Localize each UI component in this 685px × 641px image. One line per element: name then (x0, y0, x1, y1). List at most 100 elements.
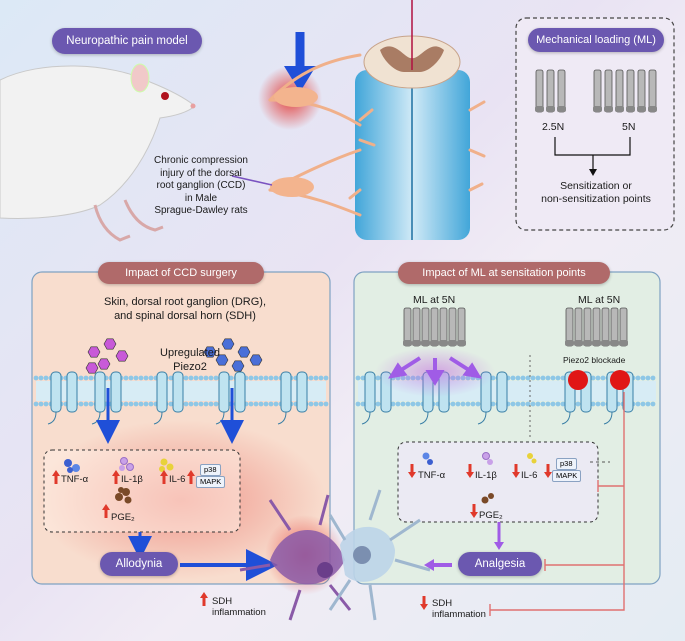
piezo2-hexagon (203, 346, 217, 358)
probe-tip (583, 340, 592, 346)
lipid-head (645, 375, 651, 381)
lipid-head (395, 401, 401, 407)
lipid-head (540, 375, 546, 381)
lipid-head (193, 375, 199, 381)
lipid-head (123, 401, 129, 407)
probe-tip (557, 106, 566, 112)
ccd-description: Chronic compression injury of the dorsal… (126, 155, 276, 218)
lipid-head (38, 401, 44, 407)
force-high-label: 5N (622, 121, 636, 133)
sdh-up-line-2: inflammation (212, 607, 266, 618)
p38-right: p38 (556, 458, 577, 470)
lipid-head (78, 375, 84, 381)
left-mediator-box (43, 449, 241, 533)
spinal-cord (355, 0, 470, 240)
ml5-label-b: ML at 5N (578, 294, 621, 306)
probe (593, 69, 602, 113)
probe (604, 69, 613, 113)
lipid-head (600, 375, 606, 381)
piezo-block-1 (568, 370, 588, 390)
lipid-head (550, 401, 556, 407)
ccd-line-1: Chronic compression (154, 155, 248, 166)
ccd-line-3: root ganglion (CCD) (156, 180, 246, 191)
probe-tip (412, 340, 421, 346)
piezo2-hexagon (115, 350, 129, 362)
tissues-label: Skin, dorsal root ganglion (DRG), and sp… (60, 296, 310, 324)
probe (557, 69, 566, 113)
il6-right: IL-6 (521, 470, 538, 481)
lipid-head (323, 375, 329, 381)
lipid-head (470, 401, 476, 407)
ml-box (515, 17, 675, 231)
piezo2-molecules (85, 338, 263, 374)
lipid-head (203, 401, 209, 407)
probe-tip (535, 106, 544, 112)
lipid-head (465, 401, 471, 407)
channel-tail (477, 411, 487, 425)
tissues-line-1: Skin, dorsal root ganglion (DRG), (103, 296, 266, 308)
lipid-head (123, 375, 129, 381)
channel-half (156, 371, 168, 413)
il1b-left: IL-1β (121, 474, 143, 485)
pge2-right: PGE₂ (479, 510, 503, 521)
piezo2-hexagon (215, 354, 229, 366)
lipid-head (545, 375, 551, 381)
rat-illustration (0, 63, 196, 242)
lipid-head (88, 401, 94, 407)
lipid-head (520, 375, 526, 381)
piezo-block-2 (610, 370, 630, 390)
lipid-head (650, 375, 656, 381)
lipid-head (268, 375, 274, 381)
lipid-head (198, 375, 204, 381)
tissues-line-2: and spinal dorsal horn (SDH) (114, 309, 256, 322)
piezo2-hexagon (97, 358, 111, 370)
mapk-right: MAPK (552, 470, 582, 482)
piezo2-hexagon (249, 354, 263, 366)
lipid-head (530, 375, 536, 381)
lipid-head (253, 375, 259, 381)
probe (648, 69, 657, 113)
piezo-up-line-2: Piezo2 (173, 360, 207, 373)
lipid-head (318, 375, 324, 381)
lipid-head (138, 375, 144, 381)
left-signal-arrows (96, 388, 244, 444)
lipid-head (635, 375, 641, 381)
probe (626, 69, 635, 113)
lipid-head (198, 401, 204, 407)
lipid-head (560, 401, 566, 407)
piezo2-hexagon (231, 360, 245, 372)
lipid-head (168, 401, 174, 407)
channel-tail (277, 411, 287, 425)
lipid-head (88, 375, 94, 381)
lipid-head (525, 401, 531, 407)
ccd-line-4: in Male (184, 192, 218, 204)
probe-tip (615, 106, 624, 112)
lipid-head (515, 375, 521, 381)
lipid-head (595, 401, 601, 407)
ccd-line-5: Sprague-Dawley rats (154, 205, 248, 216)
lipid-head (640, 375, 646, 381)
lipid-head (555, 375, 561, 381)
ml-title: Mechanical loading (ML) (528, 28, 664, 52)
lipid-head (248, 401, 254, 407)
lipid-head (360, 401, 366, 407)
ml-bracket-arrow (589, 169, 597, 176)
lipid-head (318, 401, 324, 407)
to-analgesia-head (494, 542, 504, 550)
load-arrows (388, 356, 482, 386)
lipid-head (510, 401, 516, 407)
model-label: Neuropathic pain model (52, 28, 202, 54)
lipid-head (590, 401, 596, 407)
probe-tip (448, 340, 457, 346)
lipid-head (248, 375, 254, 381)
lipid-head (455, 401, 461, 407)
ccd-pointer-line (231, 175, 273, 186)
lipid-head (138, 401, 144, 407)
lipid-head (530, 401, 536, 407)
lipid-head (193, 401, 199, 407)
lipid-head (203, 375, 209, 381)
lipid-head (540, 401, 546, 407)
force-low-label: 2.5N (542, 121, 565, 133)
lipid-head (545, 401, 551, 407)
ml-probes-right (403, 307, 628, 347)
